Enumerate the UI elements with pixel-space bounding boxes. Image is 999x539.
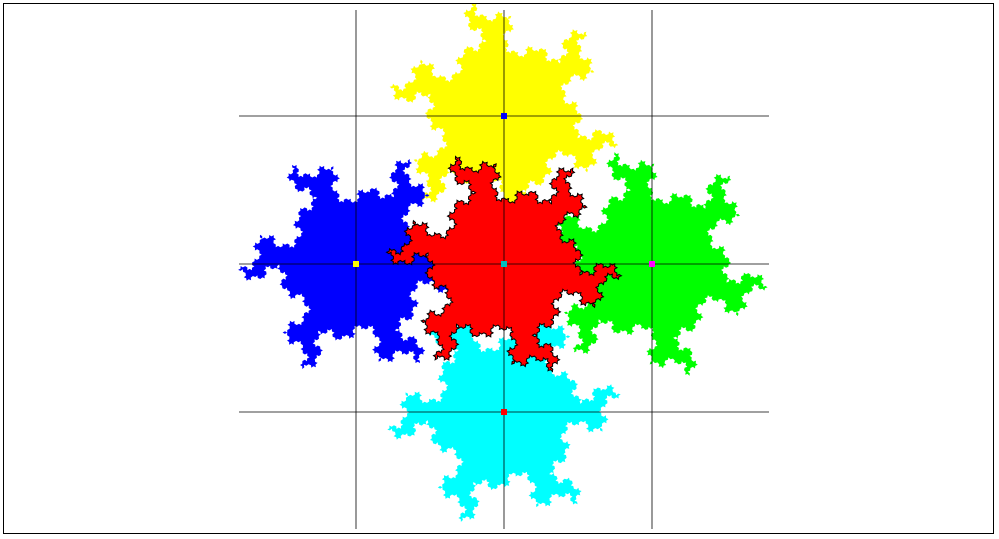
bottom-tile-center-marker — [501, 409, 507, 415]
top-tile-center-marker — [501, 113, 507, 119]
right-tile-center-marker — [649, 261, 655, 267]
center-tile-center-marker — [501, 261, 507, 267]
left-tile-center-marker — [353, 261, 359, 267]
fractal-canvas — [3, 3, 994, 534]
fractal-tiling-diagram — [4, 4, 994, 534]
